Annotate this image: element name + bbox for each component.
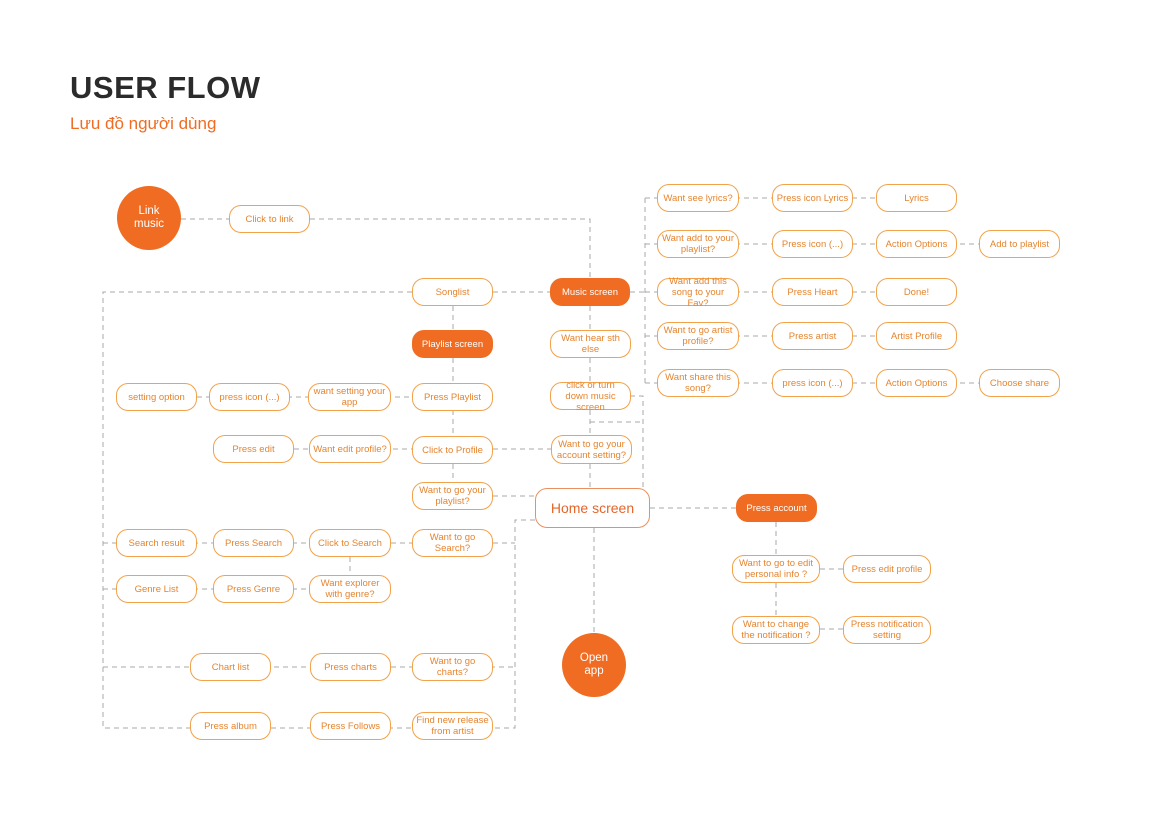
press-playlist-node: Press Playlist xyxy=(412,383,493,411)
press-edit-node: Press edit xyxy=(213,435,294,463)
press-charts-node: Press charts xyxy=(310,653,391,681)
add-to-playlist-node: Add to playlist xyxy=(979,230,1060,258)
press-notification-setting-node: Press notification setting xyxy=(843,616,931,644)
want-hear-else-node: Want hear sth else xyxy=(550,330,631,358)
open-app-node: Open app xyxy=(562,633,626,697)
playlist-screen-node: Playlist screen xyxy=(412,330,493,358)
done-node: Done! xyxy=(876,278,957,306)
page-title: USER FLOW xyxy=(70,70,261,105)
press-icon-lyrics-node: Press icon Lyrics xyxy=(772,184,853,212)
connector-songlist-left xyxy=(102,291,412,729)
connector-click-side xyxy=(630,395,644,488)
action-options-1-node: Action Options xyxy=(876,230,957,258)
press-heart-node: Press Heart xyxy=(772,278,853,306)
home-screen-node: Home screen xyxy=(535,488,650,528)
want-explorer-genre-node: Want explorer with genre? xyxy=(309,575,391,603)
want-change-notification-node: Want to change the notification ? xyxy=(732,616,820,644)
press-icon-dots-2-node: press icon (...) xyxy=(772,369,853,397)
songlist-node: Songlist xyxy=(412,278,493,306)
lyrics-node: Lyrics xyxy=(876,184,957,212)
music-screen-node: Music screen xyxy=(550,278,630,306)
press-account-node: Press account xyxy=(736,494,817,522)
want-go-charts-node: Want to go charts? xyxy=(412,653,493,681)
press-genre-node: Press Genre xyxy=(213,575,294,603)
want-add-fav-node: Want add this song to your Fav? xyxy=(657,276,739,309)
search-result-node: Search result xyxy=(116,529,197,557)
connector-click-link-music xyxy=(310,218,591,278)
press-album-node: Press album xyxy=(190,712,271,740)
want-see-lyrics-node: Want see lyrics? xyxy=(657,184,739,212)
chart-list-node: Chart list xyxy=(190,653,271,681)
connector-home-left xyxy=(493,519,535,729)
click-turn-down-node: click or turn down music screen xyxy=(550,380,631,413)
setting-option-node: setting option xyxy=(116,383,197,411)
click-to-link-node: Click to link xyxy=(229,205,310,233)
want-setting-app-node: want setting your app xyxy=(308,383,391,411)
press-edit-profile-node: Press edit profile xyxy=(843,555,931,583)
want-go-search-node: Want to go Search? xyxy=(412,529,493,557)
want-go-playlist-node: Want to go your playlist? xyxy=(412,482,493,510)
press-search-node: Press Search xyxy=(213,529,294,557)
action-options-2-node: Action Options xyxy=(876,369,957,397)
press-follows-node: Press Follows xyxy=(310,712,391,740)
click-to-search-node: Click to Search xyxy=(309,529,391,557)
choose-share-node: Choose share xyxy=(979,369,1060,397)
want-share-node: Want share this song? xyxy=(657,369,739,397)
want-account-setting-node: Want to go your account setting? xyxy=(551,435,632,464)
want-edit-profile-node: Want edit profile? xyxy=(309,435,391,463)
press-icon-dots-1-node: Press icon (...) xyxy=(772,230,853,258)
want-go-artist-node: Want to go artist profile? xyxy=(657,322,739,350)
want-add-playlist-node: Want add to your playlist? xyxy=(657,230,739,258)
link-music-node: Link music xyxy=(117,186,181,250)
find-new-release-node: Find new release from artist xyxy=(412,712,493,740)
press-artist-node: Press artist xyxy=(772,322,853,350)
artist-profile-node: Artist Profile xyxy=(876,322,957,350)
want-edit-personal-node: Want to go to edit personal info ? xyxy=(732,555,820,583)
press-icon-dots-3-node: press icon (...) xyxy=(209,383,290,411)
page-subtitle: Lưu đồ người dùng xyxy=(70,114,217,133)
genre-list-node: Genre List xyxy=(116,575,197,603)
click-to-profile-node: Click to Profile xyxy=(412,436,493,464)
